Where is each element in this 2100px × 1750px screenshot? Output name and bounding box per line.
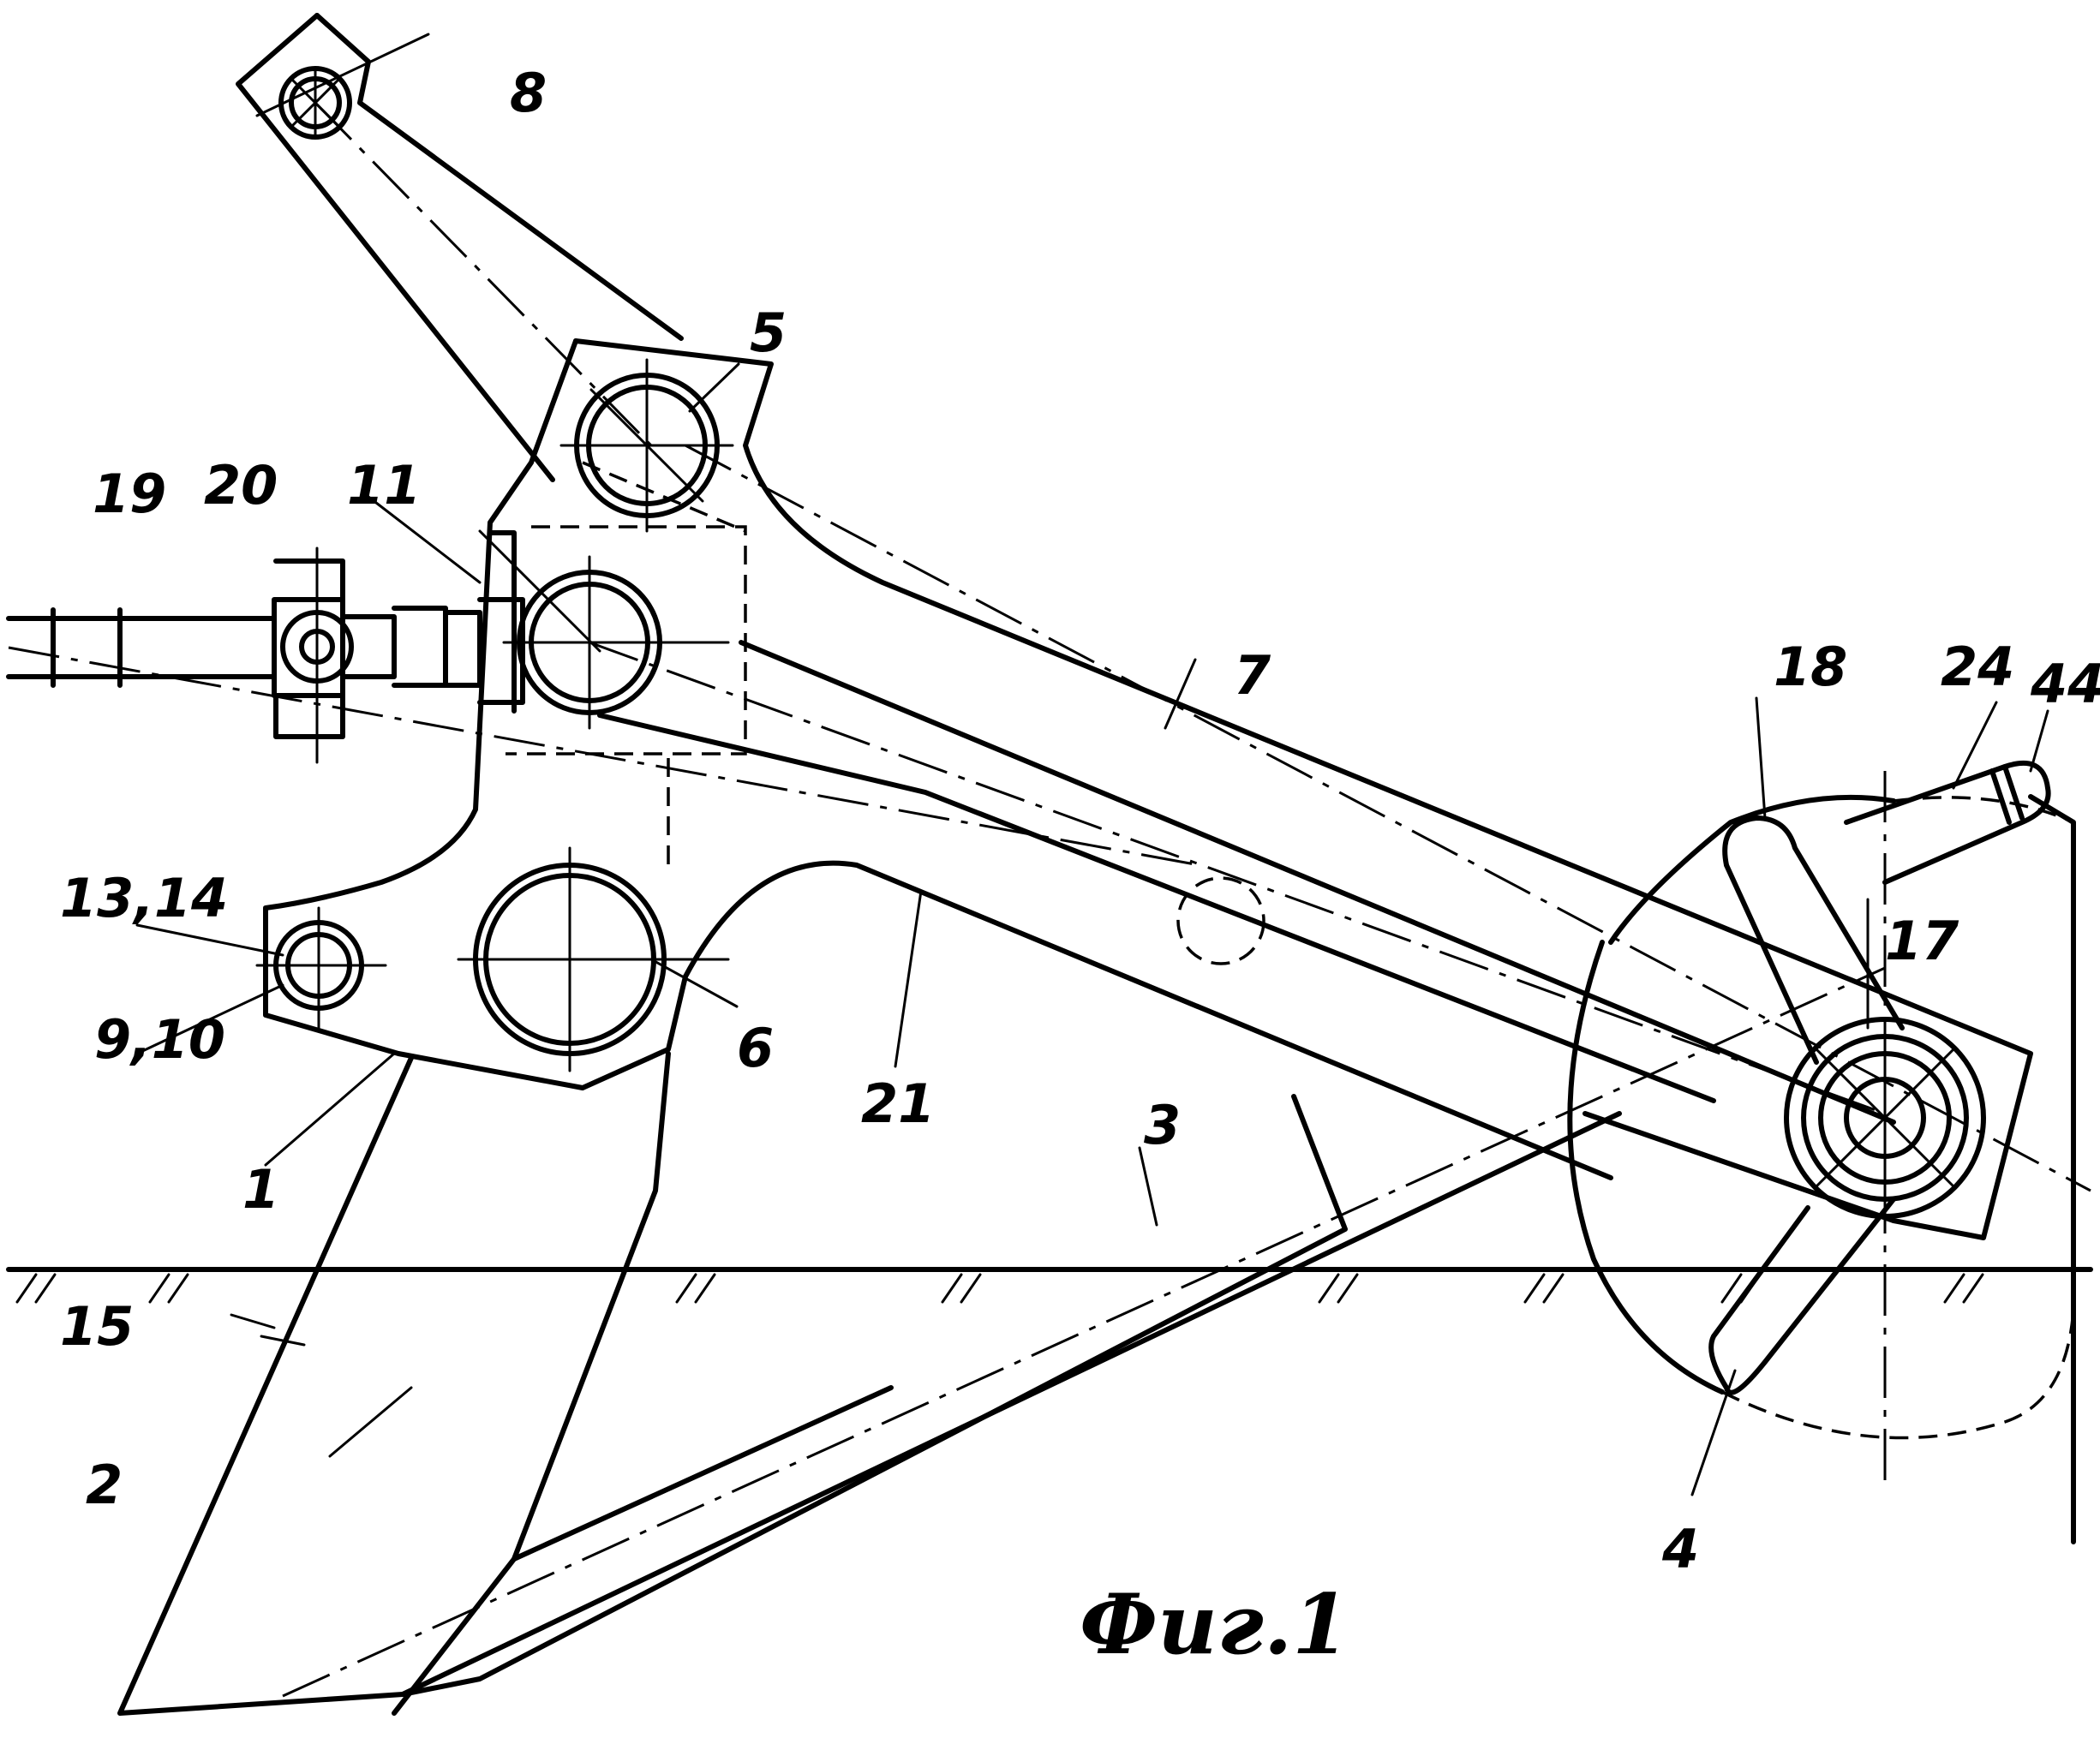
label-5: 5 (750, 302, 787, 364)
label-15: 15 (60, 1295, 134, 1358)
label-11: 11 (347, 454, 421, 517)
label-44: 44 (2030, 653, 2100, 715)
blade-lower (1711, 1199, 1894, 1393)
figure-caption: Фиг.1 (1080, 1576, 1349, 1673)
rotor-4 (1570, 771, 2074, 1542)
label-8: 8 (510, 62, 547, 124)
label-1: 1 (242, 1158, 279, 1221)
label-2: 2 (86, 1454, 123, 1516)
blade-24 (1846, 763, 2049, 882)
label-19: 19 (93, 463, 166, 525)
label-3: 3 (1144, 1094, 1181, 1156)
label-20: 20 (204, 454, 278, 517)
bearing-6 (458, 848, 728, 1071)
bearing-13-14 (257, 908, 386, 1028)
ground-line (9, 1269, 2091, 1302)
label-6: 6 (737, 1017, 774, 1079)
bearing-pivot (504, 557, 728, 728)
label-7: 7 (1234, 644, 1271, 707)
bearing-5 (561, 360, 733, 531)
leader-lines (137, 364, 2048, 1495)
label-9-10: 9,10 (94, 1008, 225, 1071)
label-24: 24 (1941, 636, 2014, 698)
label-18: 18 (1774, 636, 1847, 698)
label-13-14: 13,14 (60, 867, 228, 929)
label-17: 17 (1885, 910, 1959, 972)
label-21: 21 (861, 1072, 935, 1135)
upper-link-arm (238, 15, 681, 480)
label-4: 4 (1661, 1518, 1699, 1580)
